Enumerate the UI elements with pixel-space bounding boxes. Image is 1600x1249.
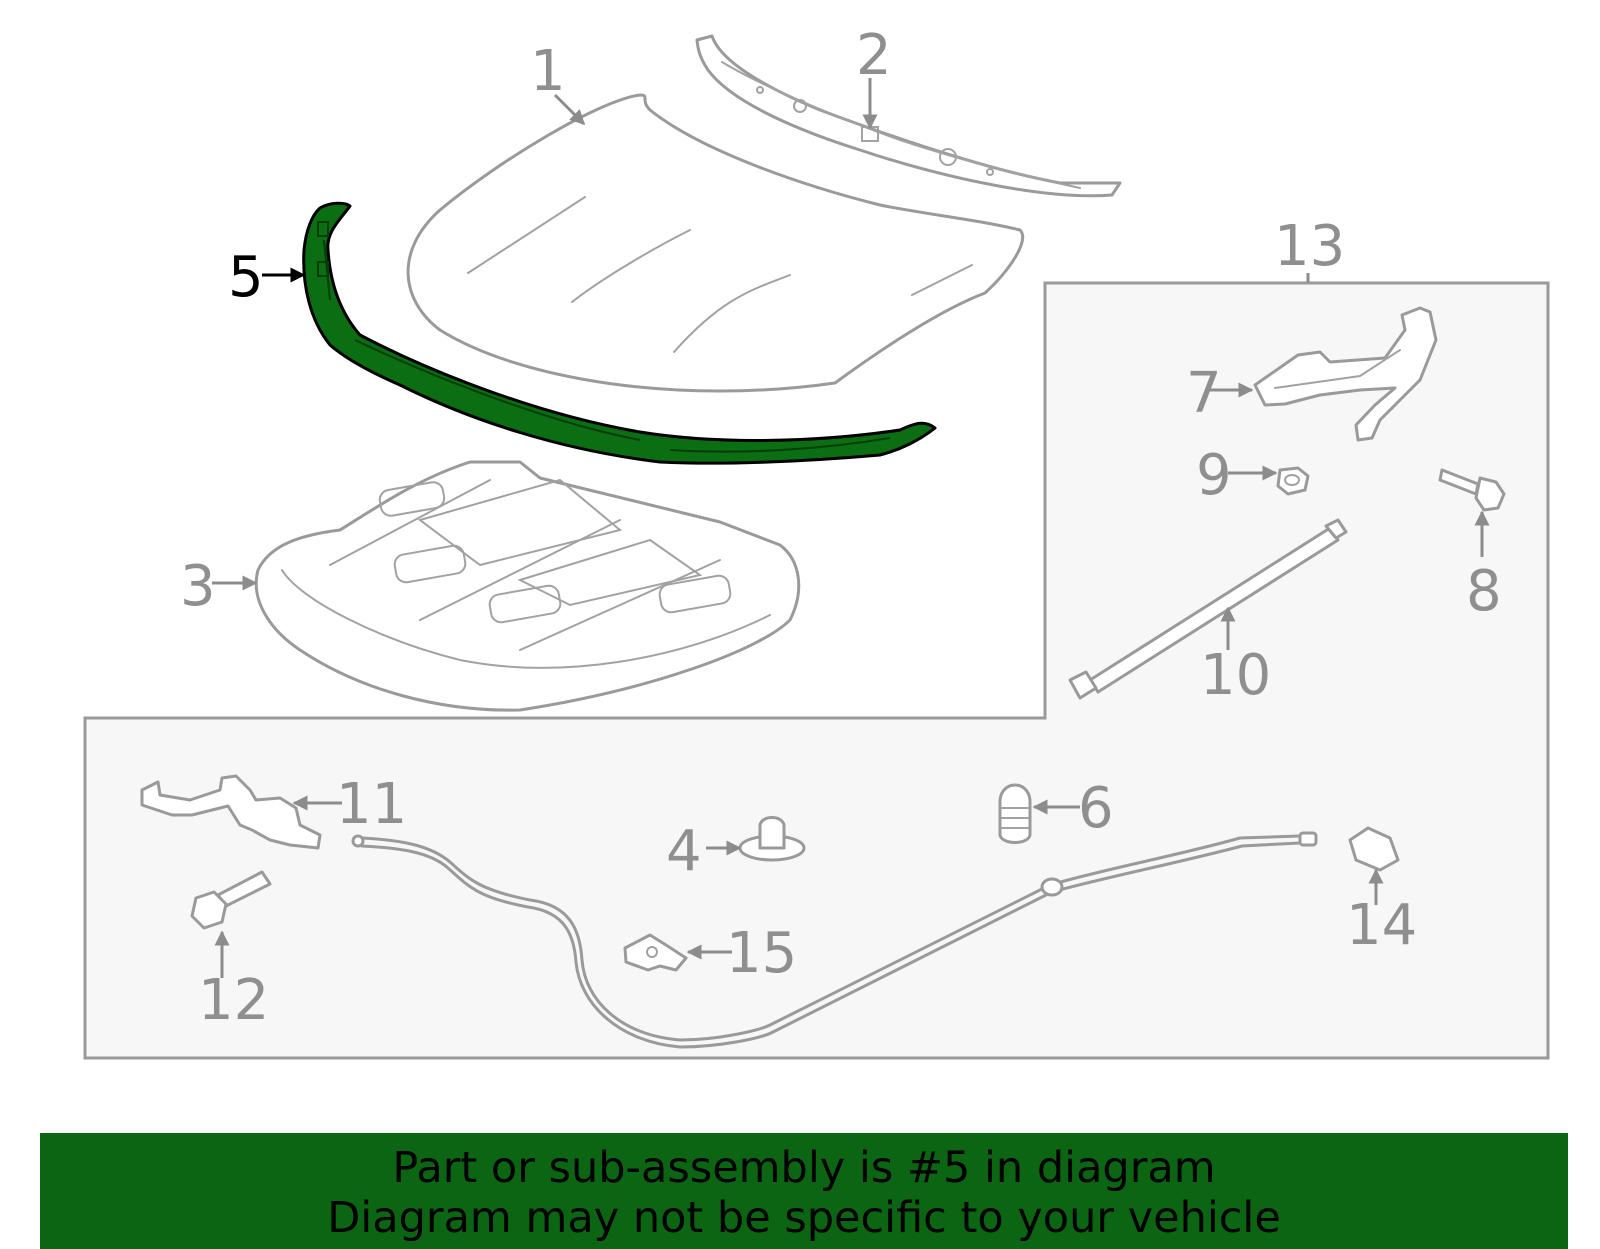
stopper-part-6 <box>998 783 1032 844</box>
banner-line-2: Diagram may not be specific to your vehi… <box>327 1193 1281 1243</box>
info-banner: Part or sub-assembly is #5 in diagram Di… <box>40 1133 1568 1249</box>
cowl-part-2 <box>695 34 1122 198</box>
callout-9: 9 <box>1196 443 1232 508</box>
hood-hinge-part-7 <box>1253 306 1438 442</box>
callout-8: 8 <box>1466 559 1502 624</box>
bolt-part-12 <box>190 870 272 930</box>
subassembly-box <box>83 281 1550 1060</box>
callout-14: 14 <box>1346 893 1417 958</box>
callout-12: 12 <box>198 968 269 1033</box>
insulator-part-3 <box>254 460 801 712</box>
callout-1: 1 <box>530 39 566 104</box>
retainer-part-15 <box>623 933 688 972</box>
callout-15: 15 <box>726 921 797 986</box>
callout-labels: 1 2 3 4 5 6 7 8 9 10 11 12 13 14 15 <box>180 23 1502 1033</box>
hood-part-1 <box>406 93 1025 393</box>
callout-7: 7 <box>1186 361 1222 426</box>
callout-3: 3 <box>180 554 216 619</box>
hood-latch-part-11 <box>140 774 322 850</box>
release-cable <box>351 831 1318 1049</box>
hood-strut-part-10 <box>1068 518 1348 700</box>
callout-4: 4 <box>666 819 702 884</box>
callout-10: 10 <box>1200 643 1271 708</box>
callout-5: 5 <box>228 245 264 310</box>
nut-part-9 <box>1276 466 1310 496</box>
hood-seal-part-5 <box>302 201 937 465</box>
clip-part-14 <box>1348 826 1400 872</box>
banner-line-1: Part or sub-assembly is #5 in diagram <box>392 1143 1216 1193</box>
callout-6: 6 <box>1078 776 1114 841</box>
bolt-part-8 <box>1438 468 1506 512</box>
callout-13: 13 <box>1274 214 1345 279</box>
callout-2: 2 <box>856 23 892 88</box>
callout-11: 11 <box>336 772 407 837</box>
leader-lines <box>212 78 1490 978</box>
